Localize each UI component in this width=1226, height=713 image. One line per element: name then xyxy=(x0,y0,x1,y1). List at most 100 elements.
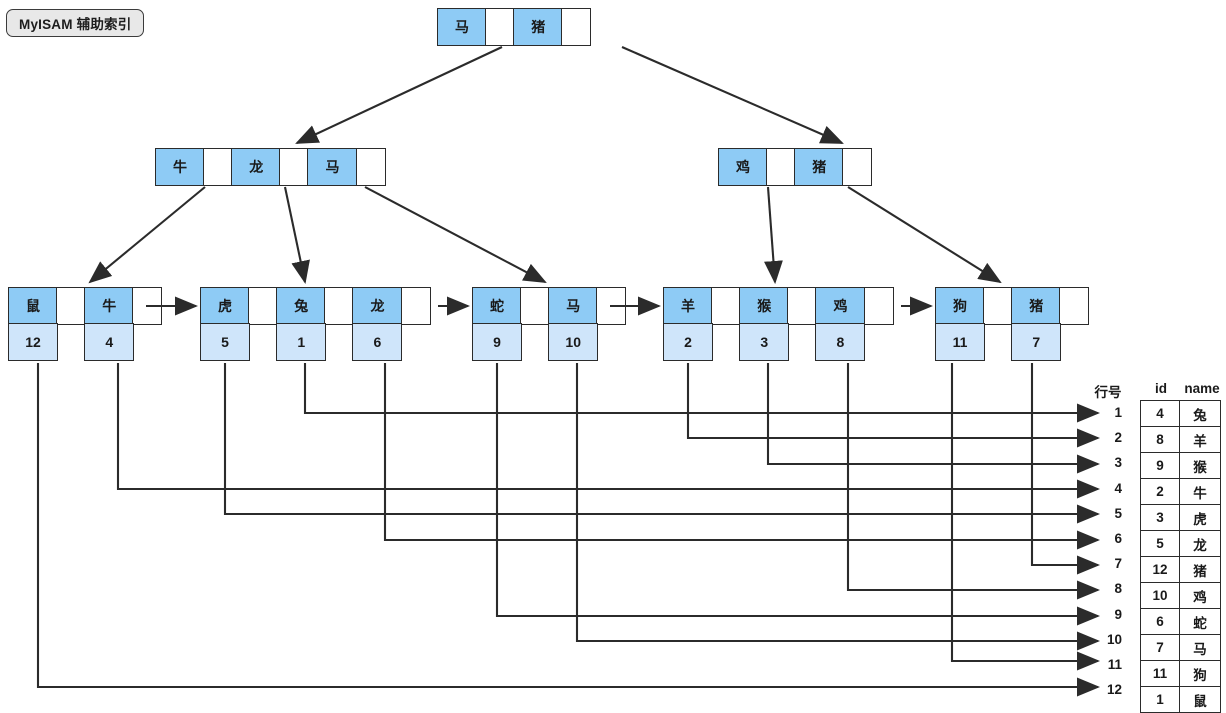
internal-node-left[interactable]: 牛 龙 马 xyxy=(155,148,386,186)
row-number-label: 7 xyxy=(1114,556,1122,572)
leaf1-spacer-0 xyxy=(248,323,278,361)
table-cell-id: 11 xyxy=(1140,660,1180,687)
leaf-node-1[interactable]: 虎 兔 龙 5 1 6 xyxy=(200,287,431,362)
root-key-0: 马 xyxy=(437,8,487,46)
table-header-name: name xyxy=(1184,381,1220,396)
leaf2-id-0: 9 xyxy=(472,323,522,362)
leaf2-pointer-0 xyxy=(520,287,551,325)
table-cell-name: 兔 xyxy=(1179,400,1221,427)
leaf1-id-0: 5 xyxy=(200,323,250,362)
leaf0-key-0: 鼠 xyxy=(8,287,58,325)
leaf3-pointer-1 xyxy=(787,287,818,325)
table-cell-name: 牛 xyxy=(1179,478,1221,505)
leaf2-id-1: 10 xyxy=(548,323,599,362)
table-cell-name: 鼠 xyxy=(1179,686,1221,713)
leaf-node-4[interactable]: 狗 猪 11 7 xyxy=(935,287,1090,362)
leaf3-key-1: 猴 xyxy=(739,287,790,325)
table-cell-name: 羊 xyxy=(1179,426,1221,453)
root-node[interactable]: 马 猪 xyxy=(437,8,592,46)
table-cell-name: 蛇 xyxy=(1179,608,1221,635)
leaf4-key-1: 猪 xyxy=(1011,287,1062,325)
diagram-title-badge: MyISAM 辅助索引 xyxy=(6,9,145,37)
internal-left-pointer-2 xyxy=(355,148,386,186)
leaf2-pointer-1 xyxy=(596,287,627,325)
internal-right-key-1: 猪 xyxy=(794,148,845,186)
leaf3-spacer-1 xyxy=(787,323,817,361)
leaf1-pointer-1 xyxy=(324,287,355,325)
row-number-label: 6 xyxy=(1114,531,1122,546)
leaf3-id-2: 8 xyxy=(815,323,866,362)
table-cell-id: 10 xyxy=(1140,582,1180,609)
row-number-label: 1 xyxy=(1114,405,1122,420)
row-number-label: 8 xyxy=(1114,581,1122,597)
leaf3-pointer-2 xyxy=(863,287,894,325)
row-number-label: 2 xyxy=(1114,430,1122,446)
table-cell-name: 猪 xyxy=(1179,556,1221,583)
table-cell-id: 7 xyxy=(1140,634,1180,661)
leaf4-pointer-1 xyxy=(1059,287,1090,325)
leaf1-key-2: 龙 xyxy=(352,287,403,325)
leaf-node-3[interactable]: 羊 猴 鸡 2 3 8 xyxy=(663,287,894,362)
internal-right-key-0: 鸡 xyxy=(718,148,768,186)
leaf4-pointer-0 xyxy=(983,287,1014,325)
row-number-label: 5 xyxy=(1114,505,1122,521)
leaf-node-0[interactable]: 鼠 牛 12 4 xyxy=(8,287,163,362)
table-cell-id: 1 xyxy=(1140,686,1180,713)
leaf1-pointer-0 xyxy=(248,287,279,325)
table-cell-name: 虎 xyxy=(1179,504,1221,531)
row-number-label: 4 xyxy=(1114,480,1122,496)
row-number-label: 9 xyxy=(1114,606,1122,622)
table-cell-name: 猴 xyxy=(1179,452,1221,479)
leaf2-spacer-0 xyxy=(520,323,550,361)
table-cell-name: 龙 xyxy=(1179,530,1221,557)
leaf-node-2[interactable]: 蛇 马 9 10 xyxy=(472,287,627,362)
leaf1-pointer-2 xyxy=(400,287,431,325)
leaf3-id-1: 3 xyxy=(739,323,790,362)
leaf0-pointer-0 xyxy=(56,287,87,325)
leaf4-id-0: 11 xyxy=(935,323,985,362)
table-cell-id: 3 xyxy=(1140,504,1180,531)
internal-left-key-0: 牛 xyxy=(155,148,205,186)
leaf1-key-0: 虎 xyxy=(200,287,250,325)
diagram-title-label: MyISAM 辅助索引 xyxy=(19,17,132,32)
row-number-label: 12 xyxy=(1106,682,1122,698)
table-cell-name: 鸡 xyxy=(1179,582,1221,609)
leaf1-key-1: 兔 xyxy=(276,287,327,325)
internal-right-pointer-1 xyxy=(842,148,873,186)
row-pointer-edges xyxy=(36,363,1101,697)
leaf3-key-2: 鸡 xyxy=(815,287,866,325)
leaf2-key-1: 马 xyxy=(548,287,599,325)
leaf0-spacer-0 xyxy=(56,323,86,361)
table-cell-id: 8 xyxy=(1140,426,1180,453)
leaf2-key-0: 蛇 xyxy=(472,287,522,325)
row-number-label: 3 xyxy=(1114,455,1122,471)
table-cell-id: 4 xyxy=(1140,400,1180,427)
leaf4-spacer-0 xyxy=(983,323,1013,361)
internal-left-key-2: 马 xyxy=(307,148,358,186)
internal-node-right[interactable]: 鸡 猪 xyxy=(718,148,873,186)
table-cell-id: 5 xyxy=(1140,530,1180,557)
leaf4-id-1: 7 xyxy=(1011,323,1062,362)
leaf3-id-0: 2 xyxy=(663,323,713,362)
leaf0-id-1: 4 xyxy=(84,323,135,362)
leaf0-id-0: 12 xyxy=(8,323,58,362)
leaf1-id-2: 6 xyxy=(352,323,403,362)
leaf3-pointer-0 xyxy=(711,287,742,325)
leaf1-id-1: 1 xyxy=(276,323,327,362)
table-cell-id: 6 xyxy=(1140,608,1180,635)
row-number-label: 10 xyxy=(1106,631,1122,647)
leaf0-pointer-1 xyxy=(132,287,163,325)
table-cell-id: 12 xyxy=(1140,556,1180,583)
table-cell-id: 2 xyxy=(1140,478,1180,505)
